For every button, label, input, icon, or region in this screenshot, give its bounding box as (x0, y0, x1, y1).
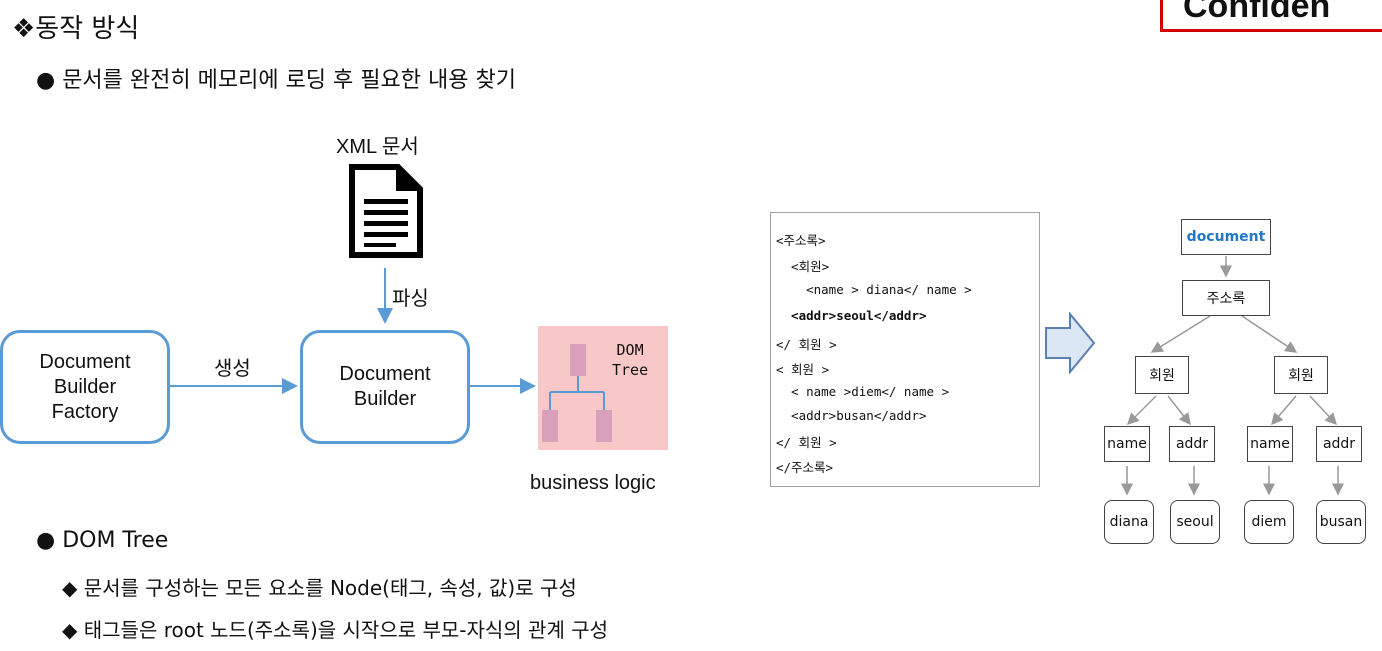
tree-node-field: name (1104, 426, 1150, 462)
tree-node-member: 회원 (1274, 356, 1328, 394)
code-line: <회원> (776, 259, 830, 274)
dom-tree-label: DOM Tree (612, 341, 649, 379)
parse-label: 파싱 (392, 288, 429, 310)
code-line: </ 회원 > (776, 337, 837, 352)
bullet-load-description: ● 문서를 완전히 메모리에 로딩 후 필요한 내용 찾기 (36, 68, 516, 93)
tree-edges (1121, 256, 1344, 496)
code-line: <주소록> (776, 233, 826, 248)
right-arrow-icon (1045, 312, 1096, 374)
tree-node-member: 회원 (1135, 356, 1189, 394)
bullet-dom-tree: ● DOM Tree (36, 528, 169, 553)
code-line: <addr>busan</addr> (776, 408, 927, 423)
xml-document-label: XML 문서 (336, 136, 419, 158)
code-line: < 회원 > (776, 362, 830, 377)
code-line: </ 회원 > (776, 435, 837, 450)
create-label: 생성 (214, 358, 251, 380)
sub-bullet-hierarchy: ◆ 태그들은 root 노드(주소록)을 시작으로 부모-자식의 관계 구성 (62, 618, 609, 642)
confidential-stamp: Confiden (1160, 0, 1382, 32)
tree-node-field: addr (1316, 426, 1362, 462)
tree-node-value: diem (1244, 500, 1294, 544)
page-title: ❖동작 방식 (12, 14, 140, 44)
tree-node-field: addr (1169, 426, 1215, 462)
code-line: < name >diem</ name > (776, 384, 950, 399)
code-line: <addr>seoul</addr> (776, 308, 927, 323)
tree-node-value: diana (1104, 500, 1154, 544)
tree-node-document: document (1181, 219, 1271, 255)
sub-bullet-nodes: ◆ 문서를 구성하는 모든 요소를 Node(태그, 속성, 값)로 구성 (62, 576, 577, 600)
code-line: </주소록> (776, 460, 834, 475)
tree-node-addressbook: 주소록 (1182, 280, 1270, 316)
tree-node-value: busan (1316, 500, 1366, 544)
tree-node-value: seoul (1170, 500, 1220, 544)
diagram-arrows (170, 268, 536, 394)
document-icon (349, 164, 423, 258)
document-builder-box: Document Builder (300, 330, 470, 444)
tree-node-field: name (1247, 426, 1293, 462)
code-line: <name > diana</ name > (776, 282, 972, 297)
document-builder-factory-box: Document Builder Factory (0, 330, 170, 444)
dom-tree-icon (542, 344, 612, 442)
xml-code-box: <주소록> <회원> <name > diana</ name > <addr>… (770, 212, 1040, 487)
business-logic-label: business logic (530, 472, 656, 494)
